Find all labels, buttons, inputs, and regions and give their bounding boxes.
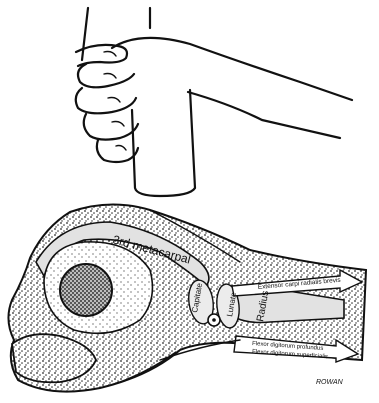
finger-1 — [78, 64, 134, 87]
fingernails — [104, 52, 126, 151]
top-hand-drawing — [76, 8, 352, 196]
rotation-axis-dot — [212, 318, 216, 322]
finger-4 — [97, 140, 138, 162]
thumb — [76, 45, 127, 66]
phalanx-knob — [60, 264, 112, 316]
hand-dorsum — [112, 38, 352, 138]
artist-signature: ROWAN — [316, 379, 344, 386]
finger-3 — [84, 114, 138, 140]
finger-2 — [76, 88, 136, 113]
bottom-anatomy-drawing — [8, 204, 366, 391]
cylinder-outline — [82, 8, 195, 196]
